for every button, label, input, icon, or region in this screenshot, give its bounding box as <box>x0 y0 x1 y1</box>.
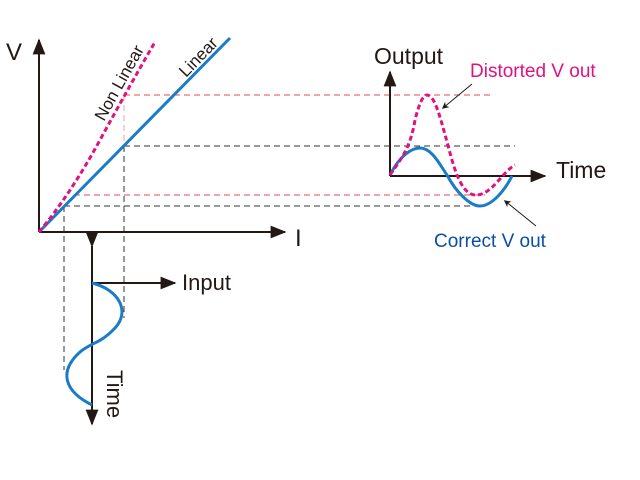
non-linear-label: Non Linear <box>91 42 148 124</box>
input-sine-wave <box>65 281 124 407</box>
distorted-output-wave <box>388 93 516 197</box>
distorted-pointer-arrow <box>441 83 473 109</box>
input-time-label: Time <box>102 370 127 418</box>
non-linear-line <box>37 41 157 233</box>
correct-output-wave <box>388 146 514 208</box>
output-label: Output <box>374 43 444 69</box>
correct-label: Correct V out <box>434 231 547 252</box>
linear-line <box>37 36 232 234</box>
correct-pointer-arrow <box>503 200 537 227</box>
distorted-label: Distorted V out <box>470 61 596 82</box>
i-axis-label: I <box>295 225 302 252</box>
output-time-label: Time <box>556 157 606 183</box>
v-axis-label: V <box>6 39 22 66</box>
input-label: Input <box>182 270 231 295</box>
linear-label: Linear <box>175 33 222 80</box>
